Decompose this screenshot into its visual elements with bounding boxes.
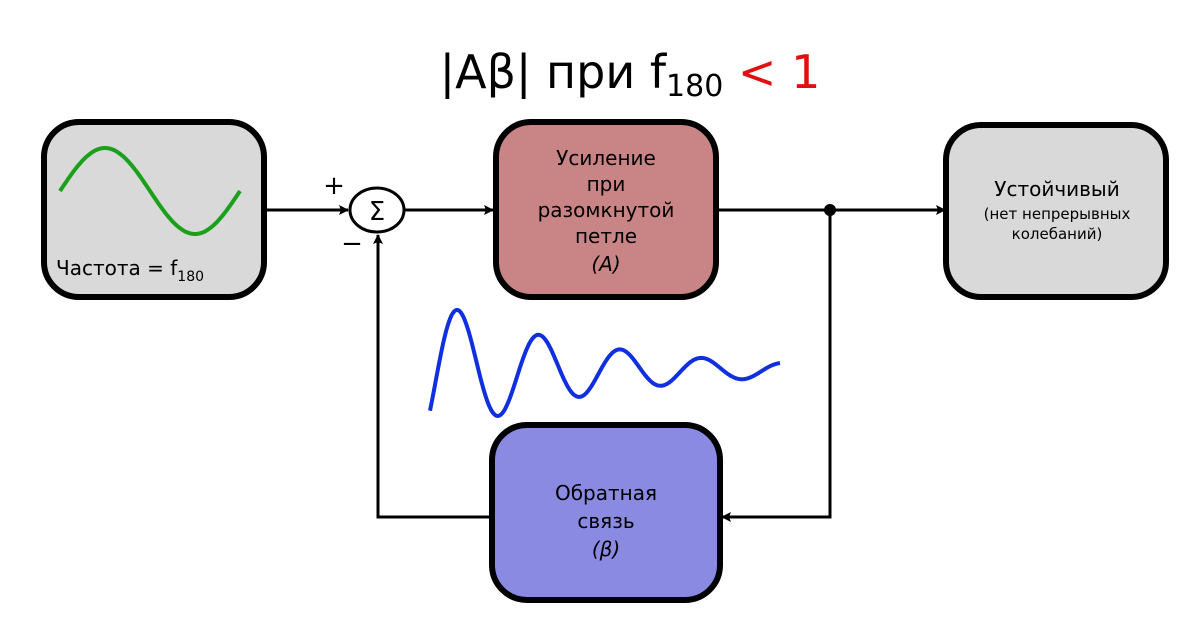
- feedback-box: Обратная связь (β): [489, 422, 723, 603]
- plus-sign: +: [323, 171, 345, 201]
- input-box: Частота = f180: [41, 119, 267, 300]
- summing-junction: Σ: [348, 186, 406, 234]
- sine-wave-icon: [58, 146, 242, 236]
- svg-text:Устойчивый: Устойчивый: [994, 177, 1119, 201]
- svg-text:Усиление: Усиление: [556, 146, 656, 170]
- svg-text:Обратная: Обратная: [555, 481, 657, 505]
- feedback-path-in: [721, 210, 832, 522]
- svg-text:Σ: Σ: [369, 197, 385, 227]
- svg-text:(β): (β): [592, 537, 620, 561]
- svg-text:колебаний): колебаний): [1012, 225, 1103, 243]
- minus-sign: −: [341, 229, 363, 259]
- svg-text:(A): (A): [591, 252, 620, 276]
- gain-box: Усиление при разомкнутой петле (A): [493, 119, 719, 300]
- feedback-path-out: [373, 234, 492, 519]
- svg-text:петле: петле: [575, 224, 637, 248]
- svg-text:при: при: [587, 172, 626, 196]
- output-box: Устойчивый (нет непрерывных колебаний): [943, 122, 1169, 300]
- damped-oscillation-icon: [428, 307, 781, 419]
- title: |Aβ| при f180 < 1: [440, 45, 821, 104]
- svg-text:(нет непрерывных: (нет непрерывных: [984, 205, 1131, 223]
- svg-text:связь: связь: [577, 509, 634, 533]
- svg-text:разомкнутой: разомкнутой: [538, 198, 675, 222]
- input-label: Частота = f180: [56, 256, 204, 285]
